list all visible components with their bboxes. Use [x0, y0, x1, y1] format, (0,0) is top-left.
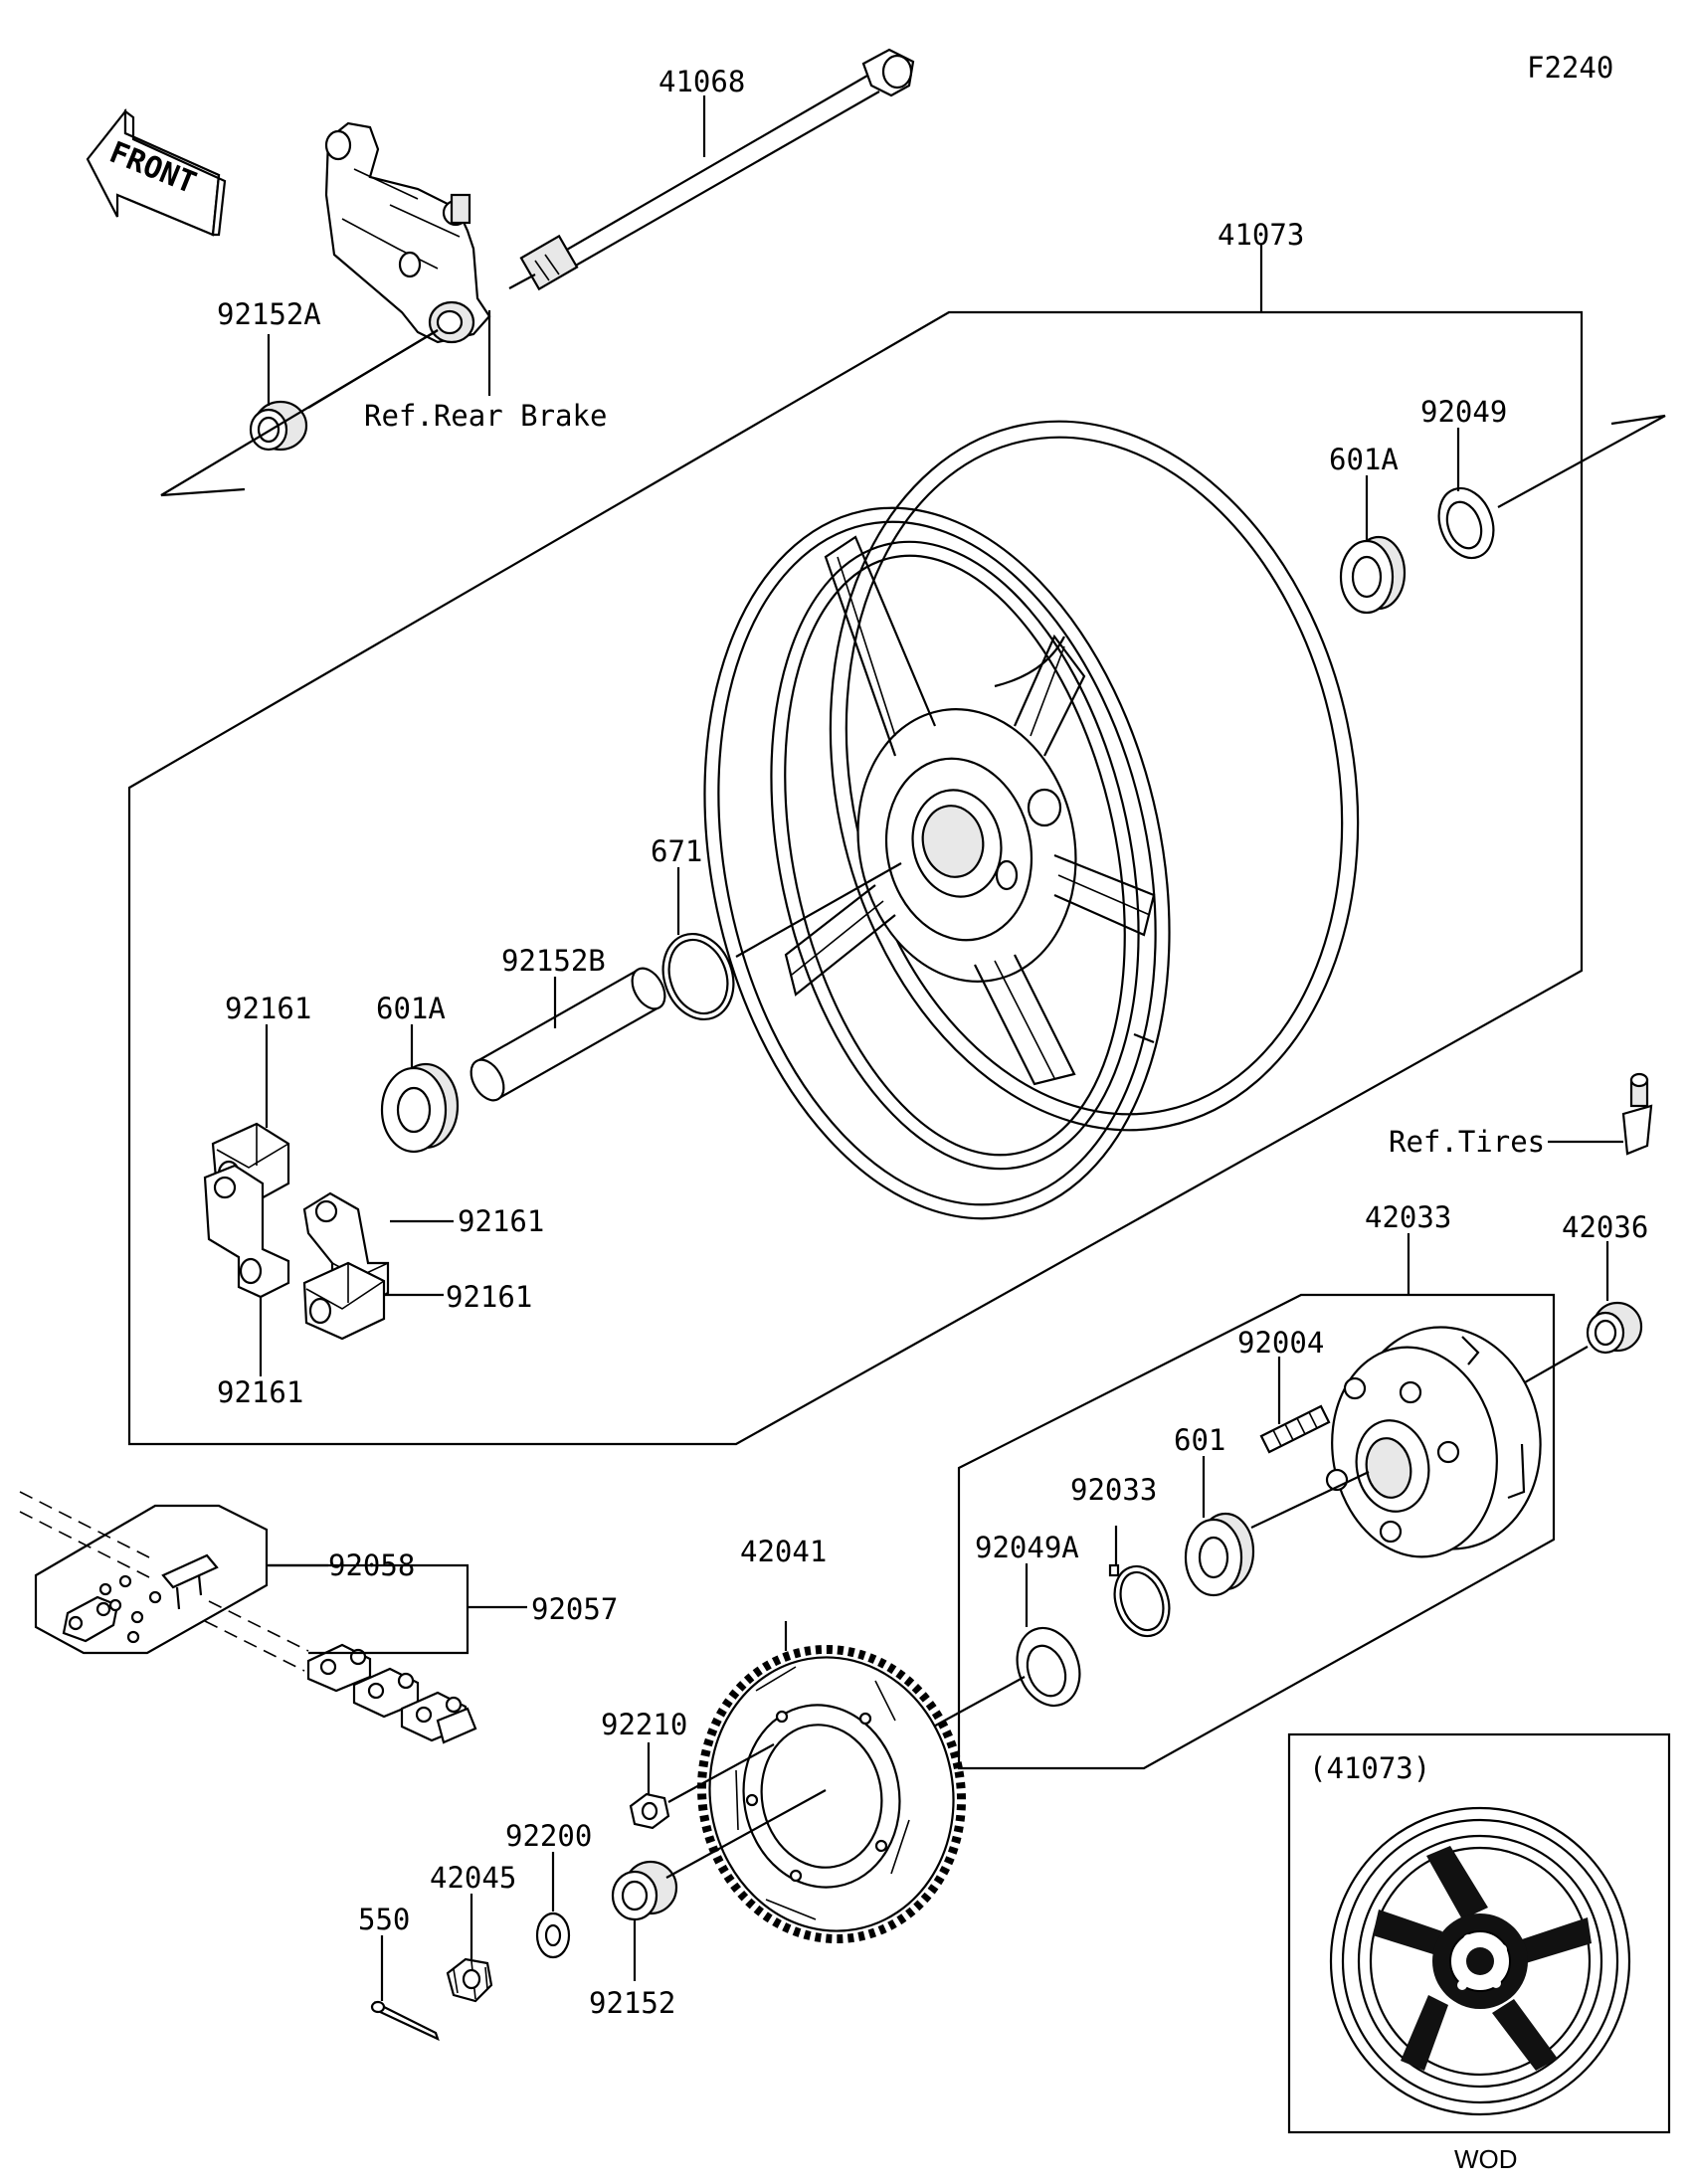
label-92152A: 92152A: [217, 297, 321, 331]
label-601A-left: 601A: [376, 992, 446, 1025]
label-92210: 92210: [601, 1708, 687, 1741]
damper-92161-c: [203, 1164, 290, 1299]
o-ring-671: [661, 867, 735, 1021]
inset-frame: [1287, 1732, 1671, 2134]
label-42045: 42045: [430, 1861, 516, 1895]
label-92200: 92200: [505, 1819, 592, 1853]
nut-42045: [446, 1894, 493, 2003]
collar-92152A: [249, 334, 308, 452]
cotter-pin-550: [370, 1935, 440, 2042]
inset-title: (41073): [1309, 1751, 1430, 1785]
collar-42036: [1586, 1241, 1643, 1355]
drive-chain-frame: [19, 1491, 477, 1744]
axle-41068: [508, 48, 915, 291]
collar-92152B: [470, 967, 666, 1102]
label-41068: 41068: [658, 65, 745, 98]
ref-rear-brake: Ref.Rear Brake: [364, 399, 607, 433]
label-92152B: 92152B: [501, 944, 606, 978]
label-92161-c: 92161: [446, 1280, 532, 1314]
bearing-601A-left: [380, 1024, 460, 1154]
bearing-601: [1184, 1456, 1255, 1597]
washer-92200: [535, 1852, 571, 1959]
label-92152: 92152: [589, 1986, 675, 2020]
label-92058: 92058: [328, 1548, 415, 1582]
label-92161-d: 92161: [217, 1375, 303, 1409]
ref-tires: Ref.Tires: [1389, 1125, 1545, 1159]
label-42041: 42041: [740, 1535, 827, 1568]
label-92049A: 92049A: [975, 1531, 1079, 1564]
sprocket-hub-frame: [957, 1293, 1556, 1770]
damper-92161-d: [302, 1261, 386, 1341]
label-42033: 42033: [1365, 1200, 1451, 1234]
wheel-assembly-frame: [127, 310, 1584, 1446]
label-92049-top: 92049: [1420, 395, 1507, 429]
inset-wheel-illustration: [1329, 1806, 1631, 2116]
seal-92049A: [1016, 1563, 1081, 1708]
label-42036: 42036: [1562, 1210, 1648, 1244]
tire-valve: [1621, 1072, 1653, 1156]
label-92057: 92057: [531, 1592, 618, 1626]
collar-92152: [611, 1860, 678, 1981]
inset-caption: WOD: [1454, 2144, 1518, 2174]
circlip-92033: [1108, 1526, 1171, 1638]
label-92161-a: 92161: [225, 992, 311, 1025]
label-671: 671: [651, 834, 702, 868]
seal-92049: [1437, 428, 1495, 560]
label-601A-top: 601A: [1329, 443, 1399, 476]
label-92004: 92004: [1237, 1326, 1324, 1360]
label-41073: 41073: [1218, 218, 1304, 252]
bearing-601A-top: [1339, 475, 1407, 615]
rear-wheel: [703, 420, 1360, 1220]
label-550: 550: [358, 1903, 410, 1936]
sprocket-hub-42033: [1325, 1326, 1542, 1558]
stud-92004: [1259, 1357, 1331, 1454]
front-arrow-icon: FRONT: [86, 107, 227, 237]
label-601: 601: [1174, 1423, 1225, 1457]
caliper-bracket: [324, 121, 491, 344]
label-92033: 92033: [1070, 1473, 1157, 1507]
nut-92210: [629, 1742, 670, 1830]
figure-code: F2240: [1527, 51, 1613, 85]
sprocket-42041: [696, 1621, 967, 1944]
label-92161-b: 92161: [458, 1204, 544, 1238]
